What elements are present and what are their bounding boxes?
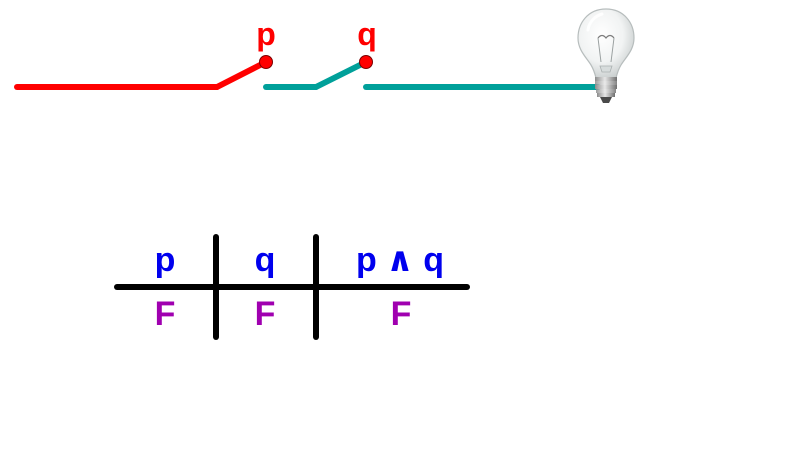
table-cell-q: F	[255, 295, 276, 333]
light-bulb-icon	[577, 8, 635, 103]
table-cell-p: F	[155, 295, 176, 333]
switch-p-lever[interactable]	[214, 59, 269, 90]
switch-q-node[interactable]	[359, 55, 373, 69]
table-header-p-and-q: p ∧ q	[356, 241, 444, 279]
table-header-p: p	[155, 241, 176, 279]
switch-p-node[interactable]	[259, 55, 273, 69]
table-header-q: q	[255, 241, 276, 279]
table-cell-p-and-q: F	[391, 295, 412, 333]
switch-q-lever[interactable]	[313, 59, 369, 90]
switch-p-label: p	[256, 16, 276, 52]
switch-q-label: q	[357, 16, 377, 52]
